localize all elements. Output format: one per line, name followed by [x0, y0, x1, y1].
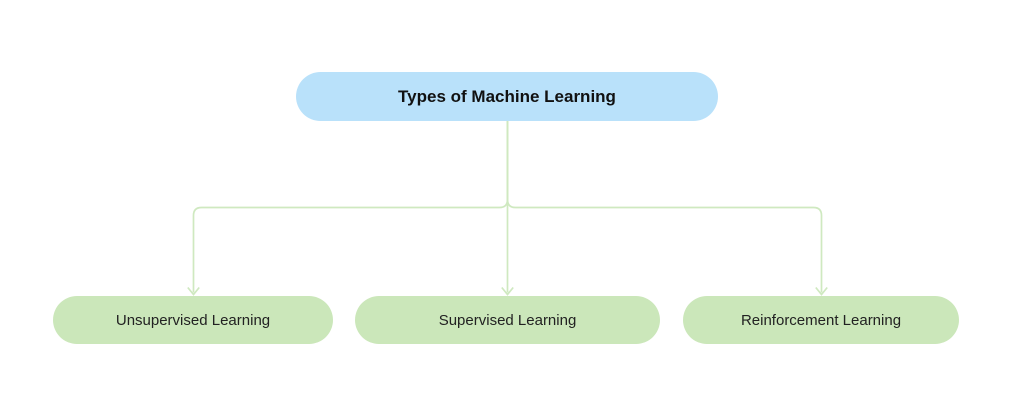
node-types-of-machine-learning[interactable]: Types of Machine Learning: [296, 72, 718, 121]
arrowhead-unsupervised: [187, 286, 200, 296]
arrowhead-supervised: [501, 286, 514, 296]
connector-root-to-unsupervised: [192, 121, 509, 293]
node-supervised-learning[interactable]: Supervised Learning: [355, 296, 660, 344]
node-reinforcement-learning[interactable]: Reinforcement Learning: [683, 296, 959, 344]
node-supervised-label: Supervised Learning: [438, 311, 577, 329]
node-unsupervised-label: Unsupervised Learning: [115, 311, 271, 329]
connector-root-to-reinforcement: [506, 121, 823, 293]
arrowhead-reinforcement: [815, 286, 828, 296]
node-reinforcement-label: Reinforcement Learning: [740, 311, 902, 329]
node-unsupervised-learning[interactable]: Unsupervised Learning: [53, 296, 333, 344]
node-root-label: Types of Machine Learning: [398, 86, 616, 106]
